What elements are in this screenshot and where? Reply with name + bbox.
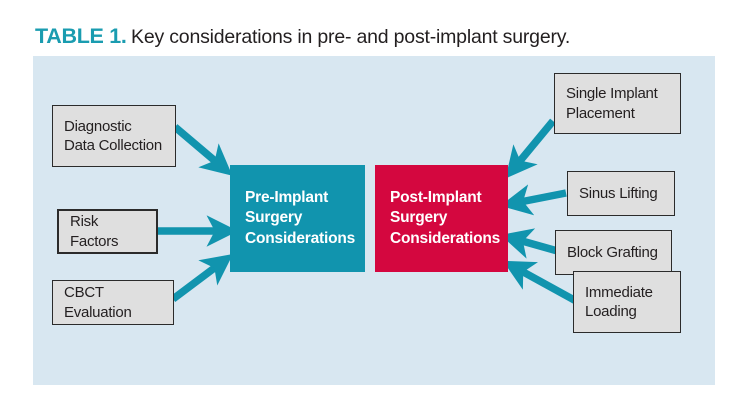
node-single-implant-placement[interactable]: Single Implant Placement	[554, 73, 681, 134]
node-label: Block Grafting	[567, 243, 658, 261]
caption-text: Key considerations in pre- and post-impl…	[131, 26, 571, 48]
node-sinus-lifting[interactable]: Sinus Lifting	[567, 171, 675, 216]
arrow-sinus-lifting-to-post	[500, 184, 567, 216]
caption-label: TABLE 1.	[35, 24, 127, 48]
flow-diagram: Diagnostic Data Collection Risk Factors …	[33, 56, 715, 385]
diagram-panel: Diagnostic Data Collection Risk Factors …	[33, 56, 715, 385]
arrow-diagnostic-to-pre	[172, 124, 233, 176]
node-label: Pre-Implant Surgery Considerations	[245, 188, 356, 247]
node-label: Immediate Loading	[585, 283, 653, 320]
node-label: Sinus Lifting	[579, 184, 658, 202]
node-post-implant-surgery-considerations[interactable]: Post-Implant Surgery Considerations	[375, 165, 508, 272]
node-label: Post-Implant Surgery Considerations	[390, 188, 501, 247]
arrow-cbct-to-pre	[170, 254, 234, 302]
arrow-single-implant-to-post	[505, 118, 556, 179]
node-risk-factors[interactable]: Risk Factors	[57, 209, 158, 254]
node-label: Risk Factors	[70, 213, 119, 250]
node-block-grafting[interactable]: Block Grafting	[555, 230, 672, 275]
node-label: CBCT Evaluation	[64, 284, 132, 321]
node-diagnostic-data-collection[interactable]: Diagnostic Data Collection	[52, 105, 176, 167]
node-pre-implant-surgery-considerations[interactable]: Pre-Implant Surgery Considerations	[230, 165, 365, 272]
node-label: Diagnostic Data Collection	[64, 117, 162, 154]
node-label: Single Implant Placement	[566, 85, 658, 122]
figure-caption: TABLE 1. Key considerations in pre- and …	[35, 22, 725, 50]
node-cbct-evaluation[interactable]: CBCT Evaluation	[52, 280, 174, 325]
node-immediate-loading[interactable]: Immediate Loading	[573, 271, 681, 333]
